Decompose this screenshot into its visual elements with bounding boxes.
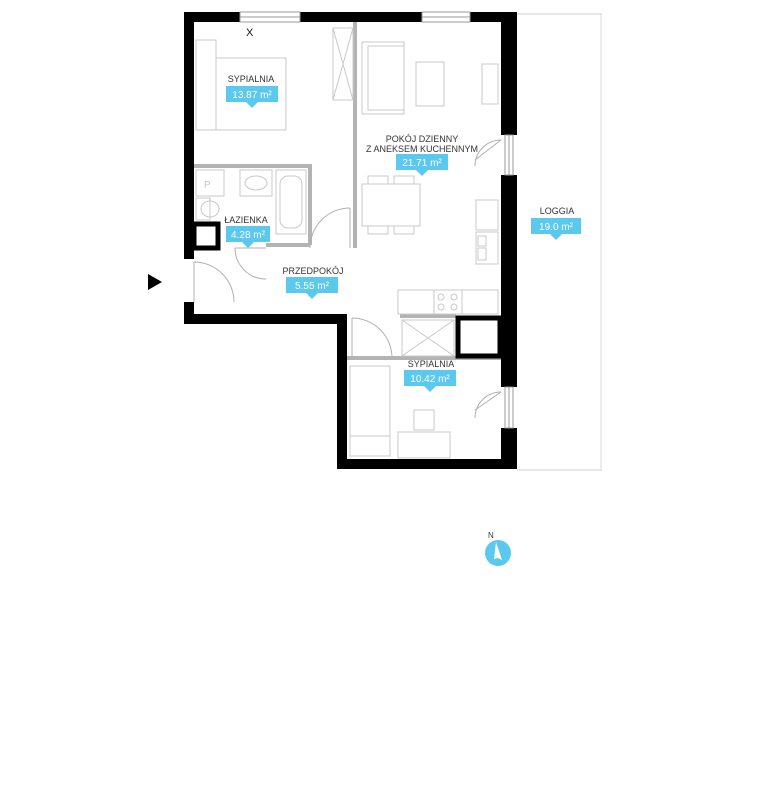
- room-name: SYPIALNIA: [408, 359, 455, 369]
- loggia-area: [517, 13, 602, 471]
- area-badge: [396, 154, 448, 170]
- area-badge: [404, 370, 456, 386]
- room-name: ŁAZIENKA: [224, 215, 268, 225]
- room-name: POKÓJ DZIENNY: [386, 134, 459, 144]
- area-value: 5.55 m²: [295, 281, 330, 292]
- service-shafts: [191, 221, 503, 359]
- door-swings: [193, 139, 502, 419]
- window-mark: X: [246, 27, 254, 39]
- compass-icon: N: [485, 531, 511, 566]
- area-badge: [226, 86, 278, 102]
- area-badge: [531, 218, 581, 234]
- entrance-arrow-icon: [148, 274, 162, 290]
- room-label-bedroom1: SYPIALNIA 13.87 m²: [226, 74, 278, 108]
- room-name-line2: Z ANEKSEM KUCHENNYM: [366, 144, 478, 154]
- bathroom-symbol: P: [204, 180, 211, 191]
- room-label-loggia: LOGGIA 19.0 m²: [531, 206, 581, 240]
- room-label-living: POKÓJ DZIENNY Z ANEKSEM KUCHENNYM 21.71 …: [366, 134, 478, 176]
- room-name: LOGGIA: [540, 206, 575, 216]
- area-badge: [226, 226, 270, 242]
- room-label-hall: PRZEDPOKÓJ 5.55 m²: [282, 266, 344, 299]
- room-label-bedroom2: SYPIALNIA 10.42 m²: [404, 359, 456, 392]
- north-label: N: [488, 531, 494, 540]
- room-name: SYPIALNIA: [228, 74, 275, 84]
- exterior-walls: [184, 12, 517, 469]
- area-value: 10.42 m²: [410, 374, 450, 385]
- area-value: 13.87 m²: [232, 90, 272, 101]
- furniture: [195, 27, 499, 459]
- windows: [239, 11, 514, 429]
- room-name: PRZEDPOKÓJ: [282, 266, 343, 276]
- area-value: 19.0 m²: [539, 222, 574, 233]
- area-value: 4.28 m²: [231, 230, 266, 241]
- partition-walls: [192, 20, 502, 360]
- room-label-bathroom: ŁAZIENKA 4.28 m²: [224, 215, 270, 248]
- area-value: 21.71 m²: [402, 158, 442, 169]
- area-badge: [286, 277, 338, 293]
